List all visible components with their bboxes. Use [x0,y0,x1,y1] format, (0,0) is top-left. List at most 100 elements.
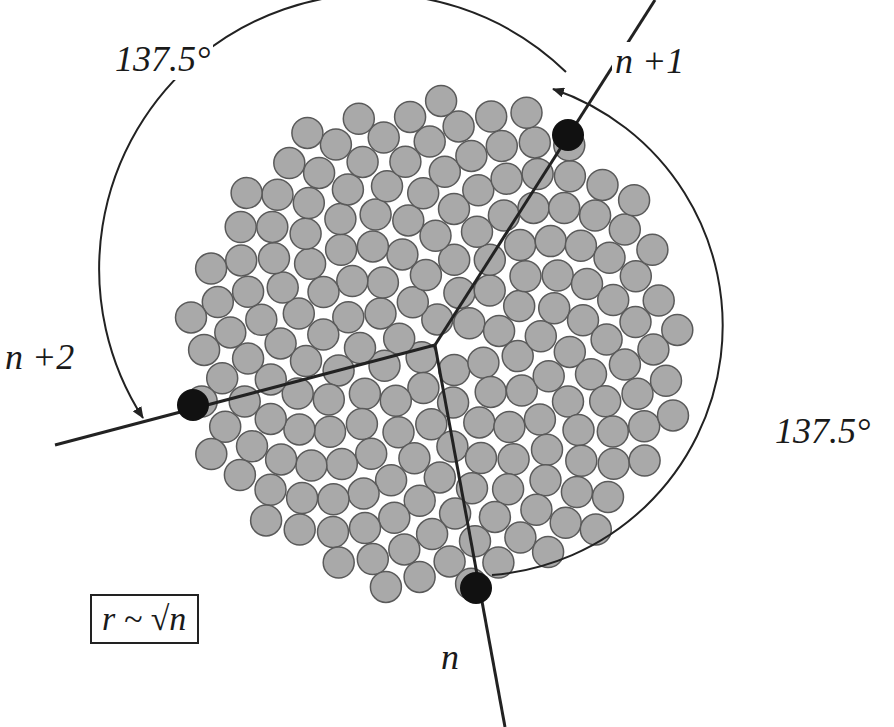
floret [315,416,346,447]
floret [444,277,475,308]
floret [468,347,499,378]
floret [651,365,682,396]
floret [622,378,653,409]
floret [274,148,305,179]
floret [225,212,256,243]
floret [462,216,493,247]
floret [429,156,460,187]
floret [629,411,660,442]
floret [262,179,293,210]
floret [237,431,268,462]
floret [255,474,286,505]
floret [284,414,315,445]
floret [229,386,260,417]
floret [308,277,339,308]
floret [498,444,529,475]
floret [505,522,536,553]
floret [246,304,277,335]
floret [367,267,398,298]
floret [380,385,411,416]
floret [346,409,377,440]
floret [389,534,420,565]
floret [290,218,321,249]
floret [395,101,426,132]
floret [554,161,585,192]
angle-arcs [99,0,723,575]
floret [224,460,255,491]
floret [326,234,357,265]
floret [426,85,457,116]
floret [463,175,494,206]
floret [318,484,349,515]
floret [484,315,515,346]
formula-text: r ~ √n [102,600,187,637]
floret [609,214,640,245]
floret [580,200,611,231]
floret [620,261,651,292]
floret [525,321,556,352]
floret [347,146,378,177]
radial-line [55,345,435,445]
floret [420,220,451,251]
floret [287,483,318,514]
floret [491,163,522,194]
floret [284,514,315,545]
floret [408,373,439,404]
floret [561,477,592,508]
floret [521,494,552,525]
floret [539,293,570,324]
index-label: n +2 [2,338,77,378]
floret [296,450,327,481]
floret [460,526,491,557]
floret [417,519,448,550]
floret [215,317,246,348]
floret [510,261,541,292]
floret [662,314,693,345]
floret [488,200,519,231]
floret [594,242,625,273]
floret [251,505,282,536]
floret [357,231,388,262]
floret [196,439,227,470]
floret [318,517,349,548]
floret [255,403,286,434]
floret [620,307,651,338]
floret [323,547,354,578]
floret [259,243,290,274]
floret [506,375,537,406]
index-label: n [438,638,462,678]
floret [593,481,624,512]
floret [210,411,241,442]
floret [332,174,363,205]
floret [549,193,580,224]
floret [475,376,506,407]
floret [532,434,563,465]
floret [384,323,415,354]
floret [535,226,566,257]
floret [511,97,542,128]
floret [414,126,445,157]
floret-dot [552,119,584,151]
floret [533,361,564,392]
floret [464,407,495,438]
floret [494,412,525,443]
floret [524,404,555,435]
floret [566,445,597,476]
floret [292,117,323,148]
floret [474,275,505,306]
marked-florets [177,119,584,604]
floret [379,502,410,533]
floret [313,384,344,415]
floret-dot [177,389,209,421]
floret [343,103,374,134]
floret [493,474,524,505]
floret [387,239,418,270]
floret [637,234,668,265]
floret [348,478,379,509]
floret [337,266,368,297]
floret [454,308,485,339]
floret [643,285,674,316]
floret [504,291,535,322]
floret [619,185,650,216]
floret [293,188,324,219]
